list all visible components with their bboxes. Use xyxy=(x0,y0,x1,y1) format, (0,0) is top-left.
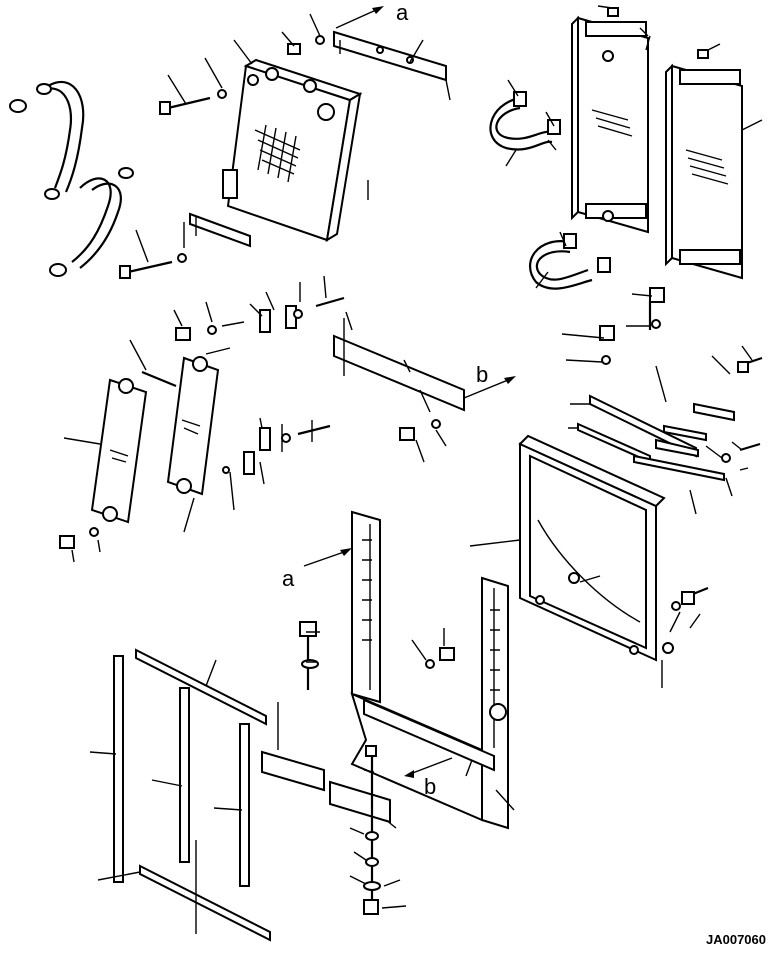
aftercooler-right xyxy=(166,356,220,496)
callout-b-frame-label: b xyxy=(424,774,436,799)
callout-a-frame-label: a xyxy=(282,566,295,591)
callout-a-top: a xyxy=(335,0,409,29)
callout-b-bracket: b xyxy=(463,362,516,399)
radiator-upper-hose xyxy=(9,80,85,200)
callout-b-frame: b xyxy=(404,757,453,799)
callout-a-top-label: a xyxy=(396,0,409,25)
oil-cooler-front xyxy=(571,7,649,234)
fan-shroud xyxy=(518,434,666,662)
radiator-lower-bracket xyxy=(189,212,251,248)
shroud-bolts-right xyxy=(671,586,709,611)
radiator-lower-hose xyxy=(49,167,134,277)
radiator-mounting-frame xyxy=(350,510,509,830)
lower-mid-bracket xyxy=(333,318,465,441)
shroud-seal-strips xyxy=(577,287,763,654)
radiator-core xyxy=(222,58,363,242)
drawing-code: JA007060 xyxy=(706,932,766,947)
radiator-bolts xyxy=(119,35,325,279)
callout-b-bracket-label: b xyxy=(476,362,488,387)
frame-seals xyxy=(113,648,271,942)
oil-cooler-hoses xyxy=(489,91,611,290)
mid-left-fasteners xyxy=(59,296,345,549)
callout-a-frame: a xyxy=(282,548,352,591)
oil-cooler-rear xyxy=(665,49,743,280)
aftercooler-left xyxy=(90,378,148,524)
radiator-upper-bracket xyxy=(333,30,451,101)
